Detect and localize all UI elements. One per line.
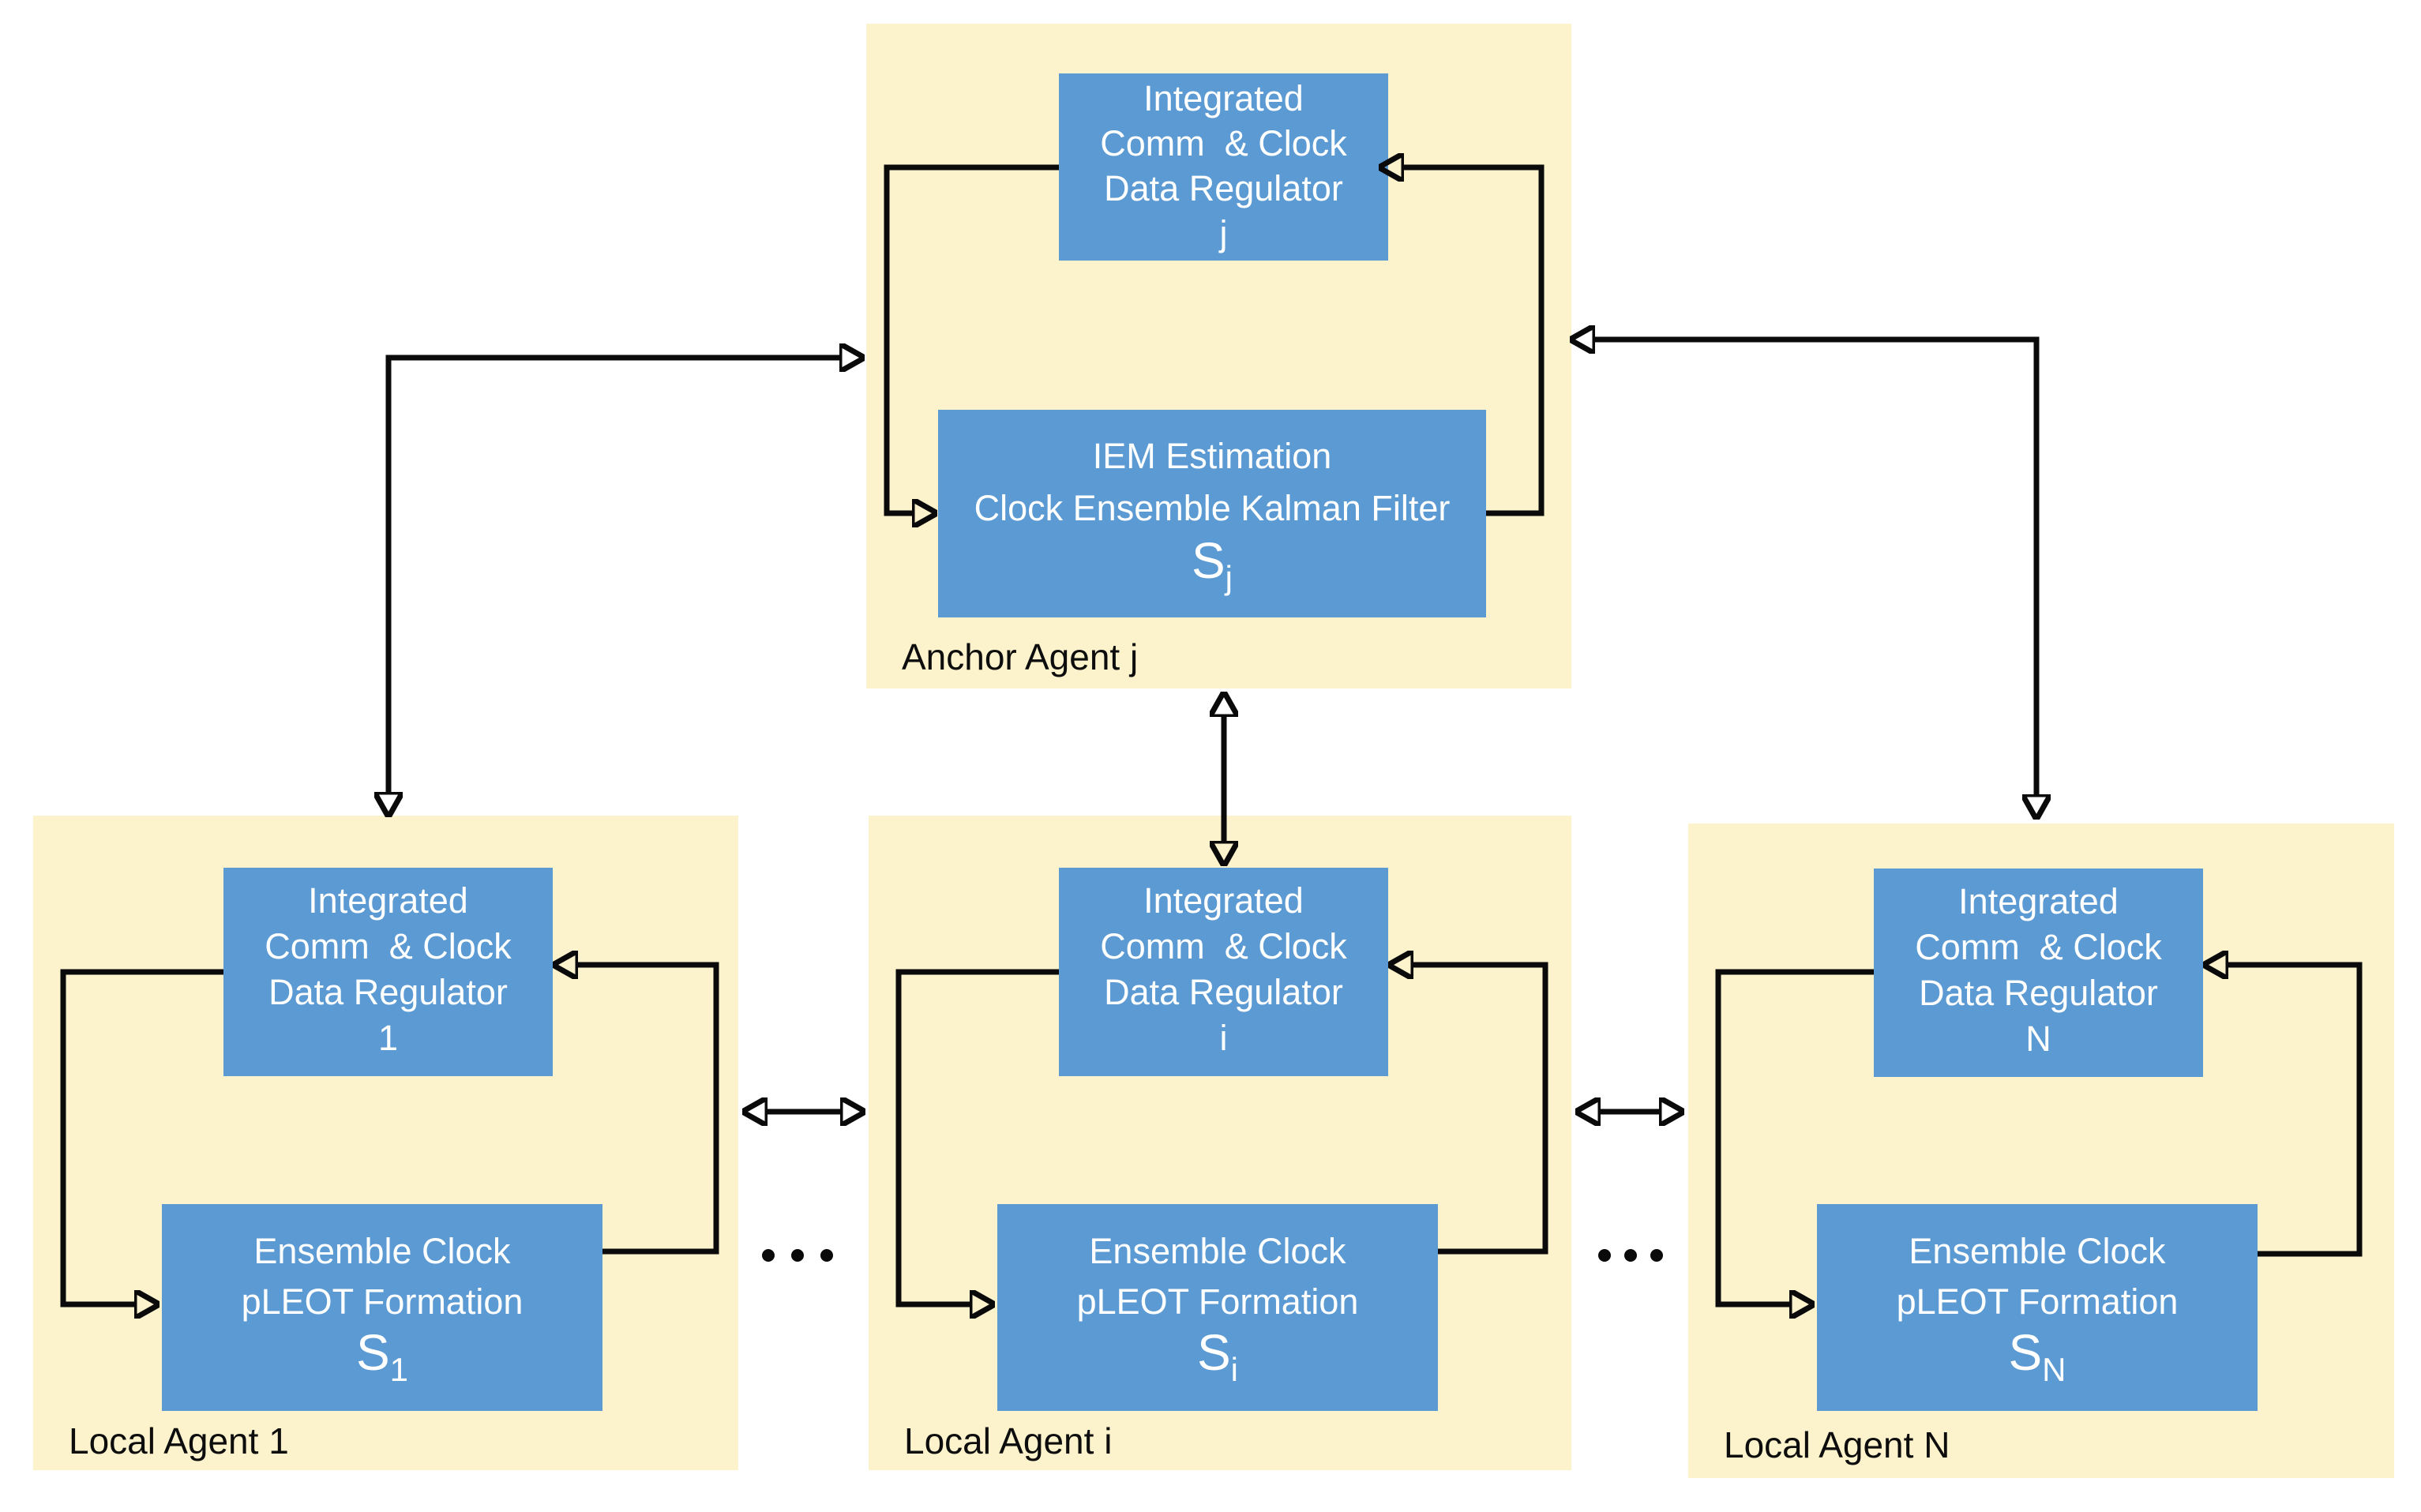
regulator-index-line: i: [1219, 1018, 1228, 1058]
regulator-index-line: j: [1219, 213, 1228, 253]
symbol-subscript: i: [1230, 1350, 1239, 1388]
local-i-regulator-box: Integrated Comm & Clock Data Regulator i: [1059, 868, 1388, 1076]
formation-text-line: Ensemble Clock: [1909, 1231, 2166, 1271]
symbol-subscript: N: [2042, 1350, 2066, 1388]
arrow-anchor-localn-link: [1594, 340, 2036, 795]
local-n-regulator-box: Integrated Comm & Clock Data Regulator N: [1874, 869, 2203, 1077]
local-agent-i-container: Integrated Comm & Clock Data Regulator i…: [869, 816, 1571, 1470]
ellipsis-dots-right: [1598, 1249, 1663, 1262]
regulator-text-line: Comm & Clock: [1915, 927, 2162, 967]
ensemble-symbol: Sj: [938, 535, 1486, 604]
symbol-letter: S: [2008, 1324, 2043, 1381]
local-1-regulator-box: Integrated Comm & Clock Data Regulator 1: [223, 868, 553, 1076]
regulator-text-line: Data Regulator: [268, 972, 508, 1012]
local-agent-1-container: Integrated Comm & Clock Data Regulator 1…: [33, 816, 738, 1470]
local-agent-i-label: Local Agent i: [904, 1420, 1113, 1461]
regulator-index-line: 1: [377, 1018, 399, 1058]
arrow-anchor-local1-link: [388, 358, 840, 793]
symbol-subscript: 1: [389, 1350, 409, 1388]
anchor-agent-container: Integrated Comm & Clock Data Regulator j…: [866, 24, 1571, 688]
symbol-letter: S: [1191, 532, 1226, 589]
local-agent-1-label: Local Agent 1: [69, 1420, 289, 1461]
symbol-subscript: j: [1225, 558, 1233, 596]
estimator-text-line: IEM Estimation: [1092, 436, 1332, 476]
regulator-text-line: Integrated: [1143, 880, 1304, 921]
anchor-kalman-filter-box: IEM Estimation Clock Ensemble Kalman Fil…: [938, 410, 1486, 617]
ellipsis-dots-left: [762, 1249, 833, 1262]
regulator-text-line: Comm & Clock: [1100, 926, 1347, 966]
regulator-text-line: Integrated: [308, 880, 468, 921]
local-i-formation-box: Ensemble Clock pLEOT Formation Si: [997, 1204, 1438, 1411]
formation-text-line: pLEOT Formation: [1896, 1281, 2179, 1322]
formation-text-line: Ensemble Clock: [1089, 1231, 1346, 1271]
anchor-agent-label: Anchor Agent j: [902, 636, 1139, 677]
local-agent-n-container: Integrated Comm & Clock Data Regulator N…: [1688, 824, 2394, 1478]
regulator-text-line: Integrated: [1143, 78, 1304, 118]
regulator-text-line: Data Regulator: [1104, 168, 1343, 208]
regulator-text-line: Data Regulator: [1104, 972, 1343, 1012]
regulator-index-line: N: [2025, 1019, 2051, 1059]
ensemble-symbol: Si: [997, 1327, 1438, 1395]
local-agent-n-label: Local Agent N: [1724, 1424, 1950, 1465]
ensemble-symbol: S1: [162, 1327, 602, 1395]
formation-text-line: pLEOT Formation: [241, 1281, 524, 1322]
symbol-letter: S: [355, 1324, 390, 1381]
local-1-formation-box: Ensemble Clock pLEOT Formation S1: [162, 1204, 602, 1411]
regulator-text-line: Comm & Clock: [1100, 123, 1347, 163]
symbol-letter: S: [1196, 1324, 1231, 1381]
formation-text-line: pLEOT Formation: [1076, 1281, 1359, 1322]
regulator-text-line: Integrated: [1958, 881, 2119, 921]
anchor-regulator-box: Integrated Comm & Clock Data Regulator j: [1059, 73, 1388, 261]
estimator-text-line: Clock Ensemble Kalman Filter: [974, 488, 1451, 528]
formation-text-line: Ensemble Clock: [253, 1231, 511, 1271]
regulator-text-line: Comm & Clock: [265, 926, 512, 966]
ensemble-symbol: SN: [1817, 1327, 2258, 1395]
local-n-formation-box: Ensemble Clock pLEOT Formation SN: [1817, 1204, 2258, 1411]
regulator-text-line: Data Regulator: [1919, 973, 2158, 1013]
